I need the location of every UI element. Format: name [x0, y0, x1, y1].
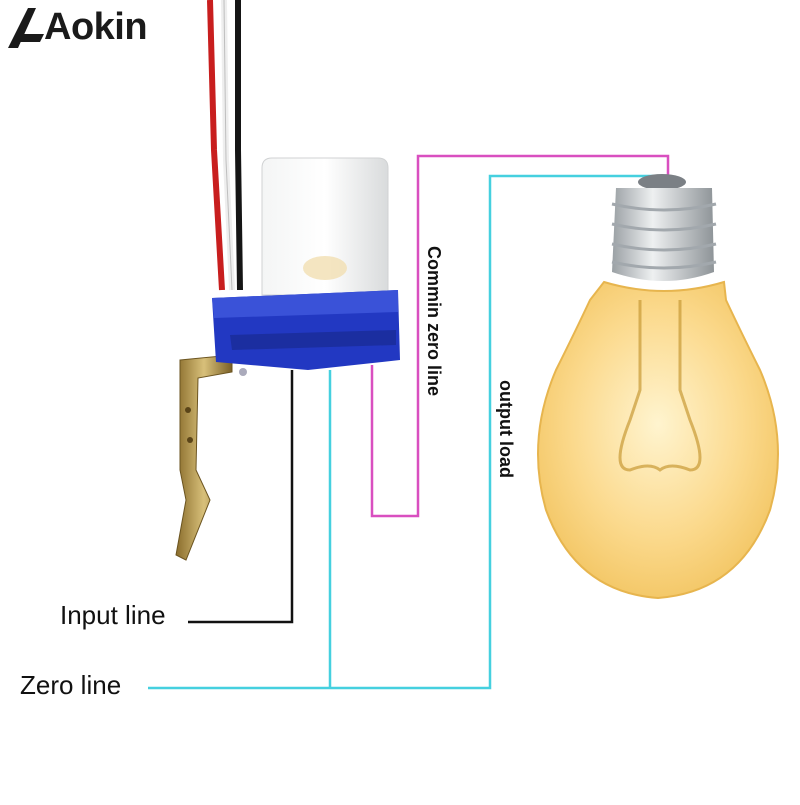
zero-line-label: Zero line [20, 670, 122, 700]
input-line-label: Input line [60, 600, 166, 630]
commin-zero-line-label: Commin zero line [424, 246, 444, 396]
mounting-bracket-icon [175, 354, 233, 561]
input-wire [188, 370, 294, 624]
brand-name: Aokin [44, 6, 148, 48]
aokin-logo-icon [8, 8, 44, 48]
sensor-wires [207, 0, 243, 291]
output-load-label: output load [496, 380, 516, 478]
light-bulb-icon [537, 174, 779, 600]
photocell-sensor-icon [212, 157, 400, 376]
common-zero-wire [370, 154, 670, 518]
